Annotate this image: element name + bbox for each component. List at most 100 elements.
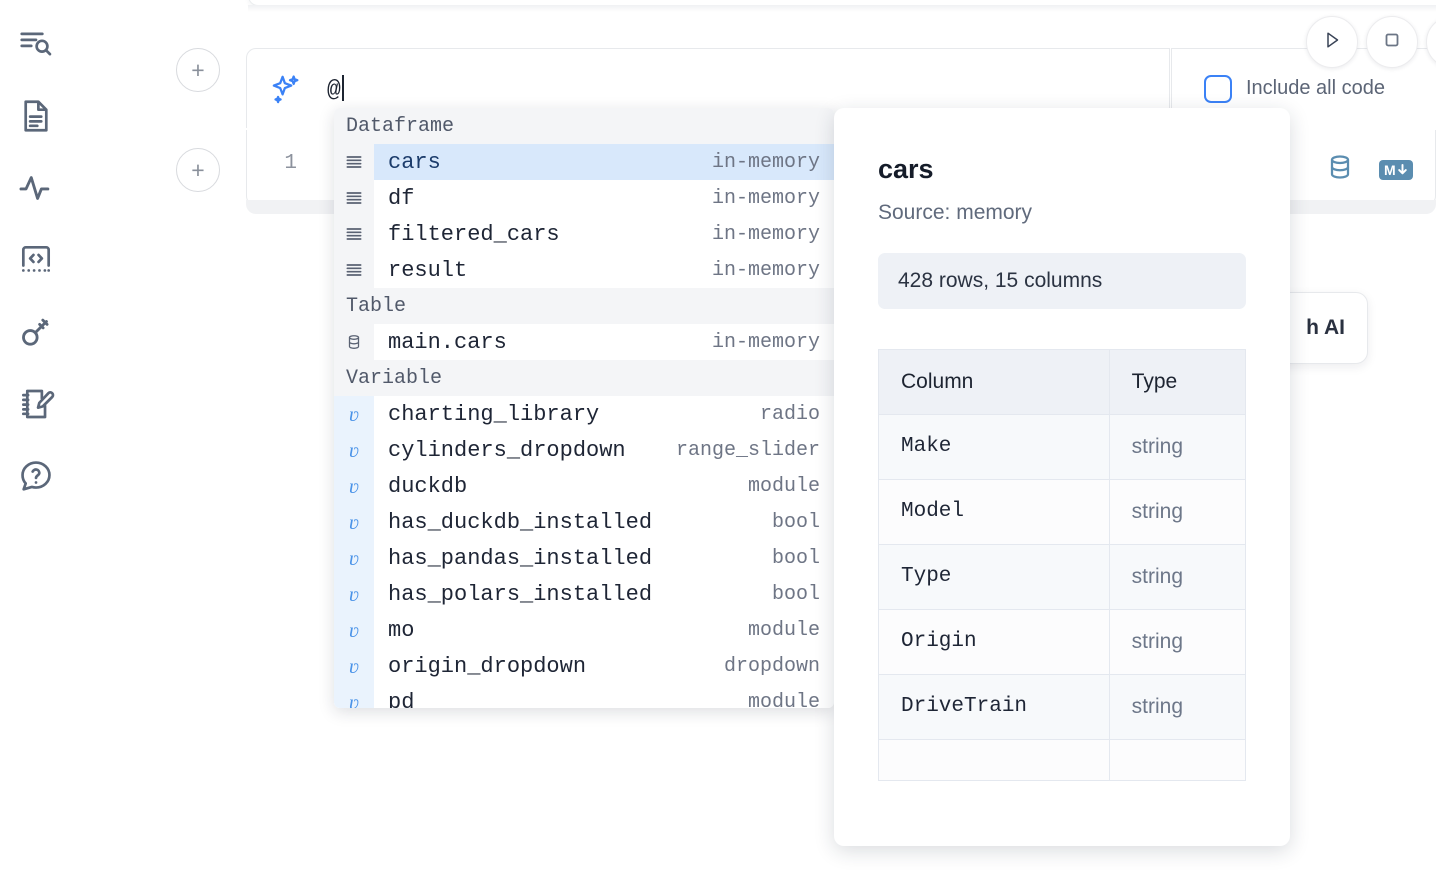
interrupt-button[interactable]: [1366, 16, 1418, 68]
variable-icon: ʋ: [334, 612, 374, 648]
completion-item[interactable]: ʋcharting_libraryradio: [334, 396, 834, 432]
completion-item-name: has_polars_installed: [374, 582, 772, 607]
doc-column-name: Model: [879, 480, 1110, 545]
outline-search-icon[interactable]: [12, 16, 60, 72]
completion-item-name: main.cars: [374, 330, 712, 355]
variable-icon: ʋ: [334, 468, 374, 504]
variable-icon: ʋ: [334, 504, 374, 540]
ai-sparkle-icon: [269, 72, 303, 106]
completion-group-header: Dataframe: [334, 108, 834, 144]
completion-item[interactable]: ʋmomodule: [334, 612, 834, 648]
variable-icon: ʋ: [334, 432, 374, 468]
plus-icon: +: [191, 59, 204, 82]
completion-item[interactable]: ʋhas_pandas_installedbool: [334, 540, 834, 576]
completion-item[interactable]: carsin-memory: [334, 144, 834, 180]
activity-pulse-icon[interactable]: [12, 160, 60, 216]
completion-item-type: in-memory: [712, 331, 834, 354]
completion-item-name: has_pandas_installed: [374, 546, 772, 571]
markdown-letter: M: [1384, 163, 1396, 177]
completion-item[interactable]: ʋhas_polars_installedbool: [334, 576, 834, 612]
completion-item-name: charting_library: [374, 402, 760, 427]
doc-column-type: string: [1110, 480, 1245, 545]
help-chat-icon[interactable]: [12, 448, 60, 504]
table-db-icon: [334, 324, 374, 360]
completion-item-name: pd: [374, 690, 748, 709]
add-cell-button-bottom[interactable]: +: [176, 148, 220, 192]
stop-square-icon: [1380, 28, 1404, 57]
left-sidebar: [0, 0, 72, 874]
dataframe-icon: [334, 144, 374, 180]
doc-source: Source: memory: [878, 201, 1246, 225]
doc-column-type: string: [1110, 610, 1245, 675]
completion-item[interactable]: ʋorigin_dropdowndropdown: [334, 648, 834, 684]
line-number: 1: [267, 152, 297, 175]
cell-action-icons: M: [1325, 152, 1413, 187]
doc-column-type: string: [1110, 675, 1245, 740]
doc-table-row: Modelstring: [879, 480, 1245, 545]
doc-table-header-cell: Column: [879, 350, 1110, 415]
completion-item-type: dropdown: [724, 655, 834, 678]
doc-table-row: [879, 740, 1245, 781]
autocomplete-dropdown[interactable]: Dataframecarsin-memorydfin-memoryfiltere…: [334, 108, 834, 708]
completion-item-type: in-memory: [712, 223, 834, 246]
notebook-pencil-icon[interactable]: [12, 376, 60, 432]
doc-column-name: Type: [879, 545, 1110, 610]
doc-table-header-cell: Type: [1110, 350, 1245, 415]
database-icon[interactable]: [1325, 152, 1355, 187]
completion-item[interactable]: resultin-memory: [334, 252, 834, 288]
markdown-icon[interactable]: M: [1379, 160, 1413, 180]
variable-icon: ʋ: [334, 540, 374, 576]
completion-item-name: result: [374, 258, 712, 283]
completion-item-type: in-memory: [712, 187, 834, 210]
include-all-code-checkbox[interactable]: [1204, 75, 1232, 103]
completion-item-name: df: [374, 186, 712, 211]
ai-prompt-input[interactable]: @: [327, 75, 344, 103]
file-document-icon[interactable]: [12, 88, 60, 144]
ai-prompt-value: @: [327, 77, 341, 103]
code-brackets-icon[interactable]: [12, 232, 60, 288]
doc-column-name: Make: [879, 415, 1110, 480]
completion-item-name: origin_dropdown: [374, 654, 724, 679]
variable-icon: ʋ: [334, 648, 374, 684]
play-triangle-icon: [1320, 28, 1344, 57]
completion-item-name: filtered_cars: [374, 222, 712, 247]
variable-icon: ʋ: [334, 396, 374, 432]
run-cell-button[interactable]: [1306, 16, 1358, 68]
completion-item-name: mo: [374, 618, 748, 643]
completion-group-header: Variable: [334, 360, 834, 396]
completion-item-type: in-memory: [712, 259, 834, 282]
doc-table-row: Makestring: [879, 415, 1245, 480]
completion-item-type: module: [748, 691, 834, 709]
doc-column-name: Origin: [879, 610, 1110, 675]
completion-item[interactable]: ʋpdmodule: [334, 684, 834, 708]
completion-item[interactable]: ʋduckdbmodule: [334, 468, 834, 504]
previous-cell-shadow: [248, 5, 1436, 12]
doc-column-type: string: [1110, 415, 1245, 480]
completion-item[interactable]: ʋhas_duckdb_installedbool: [334, 504, 834, 540]
completion-group-header: Table: [334, 288, 834, 324]
key-icon[interactable]: [12, 304, 60, 360]
completion-item-type: module: [748, 619, 834, 642]
doc-column-type: [1110, 740, 1245, 781]
plus-icon: +: [191, 159, 204, 182]
include-all-code-label: Include all code: [1246, 77, 1385, 100]
completion-item[interactable]: dfin-memory: [334, 180, 834, 216]
dataframe-icon: [334, 180, 374, 216]
add-cell-button-top[interactable]: +: [176, 48, 220, 92]
completion-item-type: bool: [772, 547, 834, 570]
doc-schema-table: ColumnTypeMakestringModelstringTypestrin…: [878, 349, 1246, 781]
text-caret: [342, 75, 344, 101]
completion-doc-panel: cars Source: memory 428 rows, 15 columns…: [834, 108, 1290, 846]
variable-icon: ʋ: [334, 684, 374, 708]
completion-item-type: range_slider: [676, 439, 834, 462]
completion-item-type: in-memory: [712, 151, 834, 174]
completion-item-name: duckdb: [374, 474, 748, 499]
completion-item[interactable]: filtered_carsin-memory: [334, 216, 834, 252]
completion-item[interactable]: ʋcylinders_dropdownrange_slider: [334, 432, 834, 468]
completion-item-name: cylinders_dropdown: [374, 438, 676, 463]
dataframe-icon: [334, 252, 374, 288]
completion-item[interactable]: main.carsin-memory: [334, 324, 834, 360]
doc-table-row: Originstring: [879, 610, 1245, 675]
more-options-button[interactable]: [1426, 16, 1436, 68]
